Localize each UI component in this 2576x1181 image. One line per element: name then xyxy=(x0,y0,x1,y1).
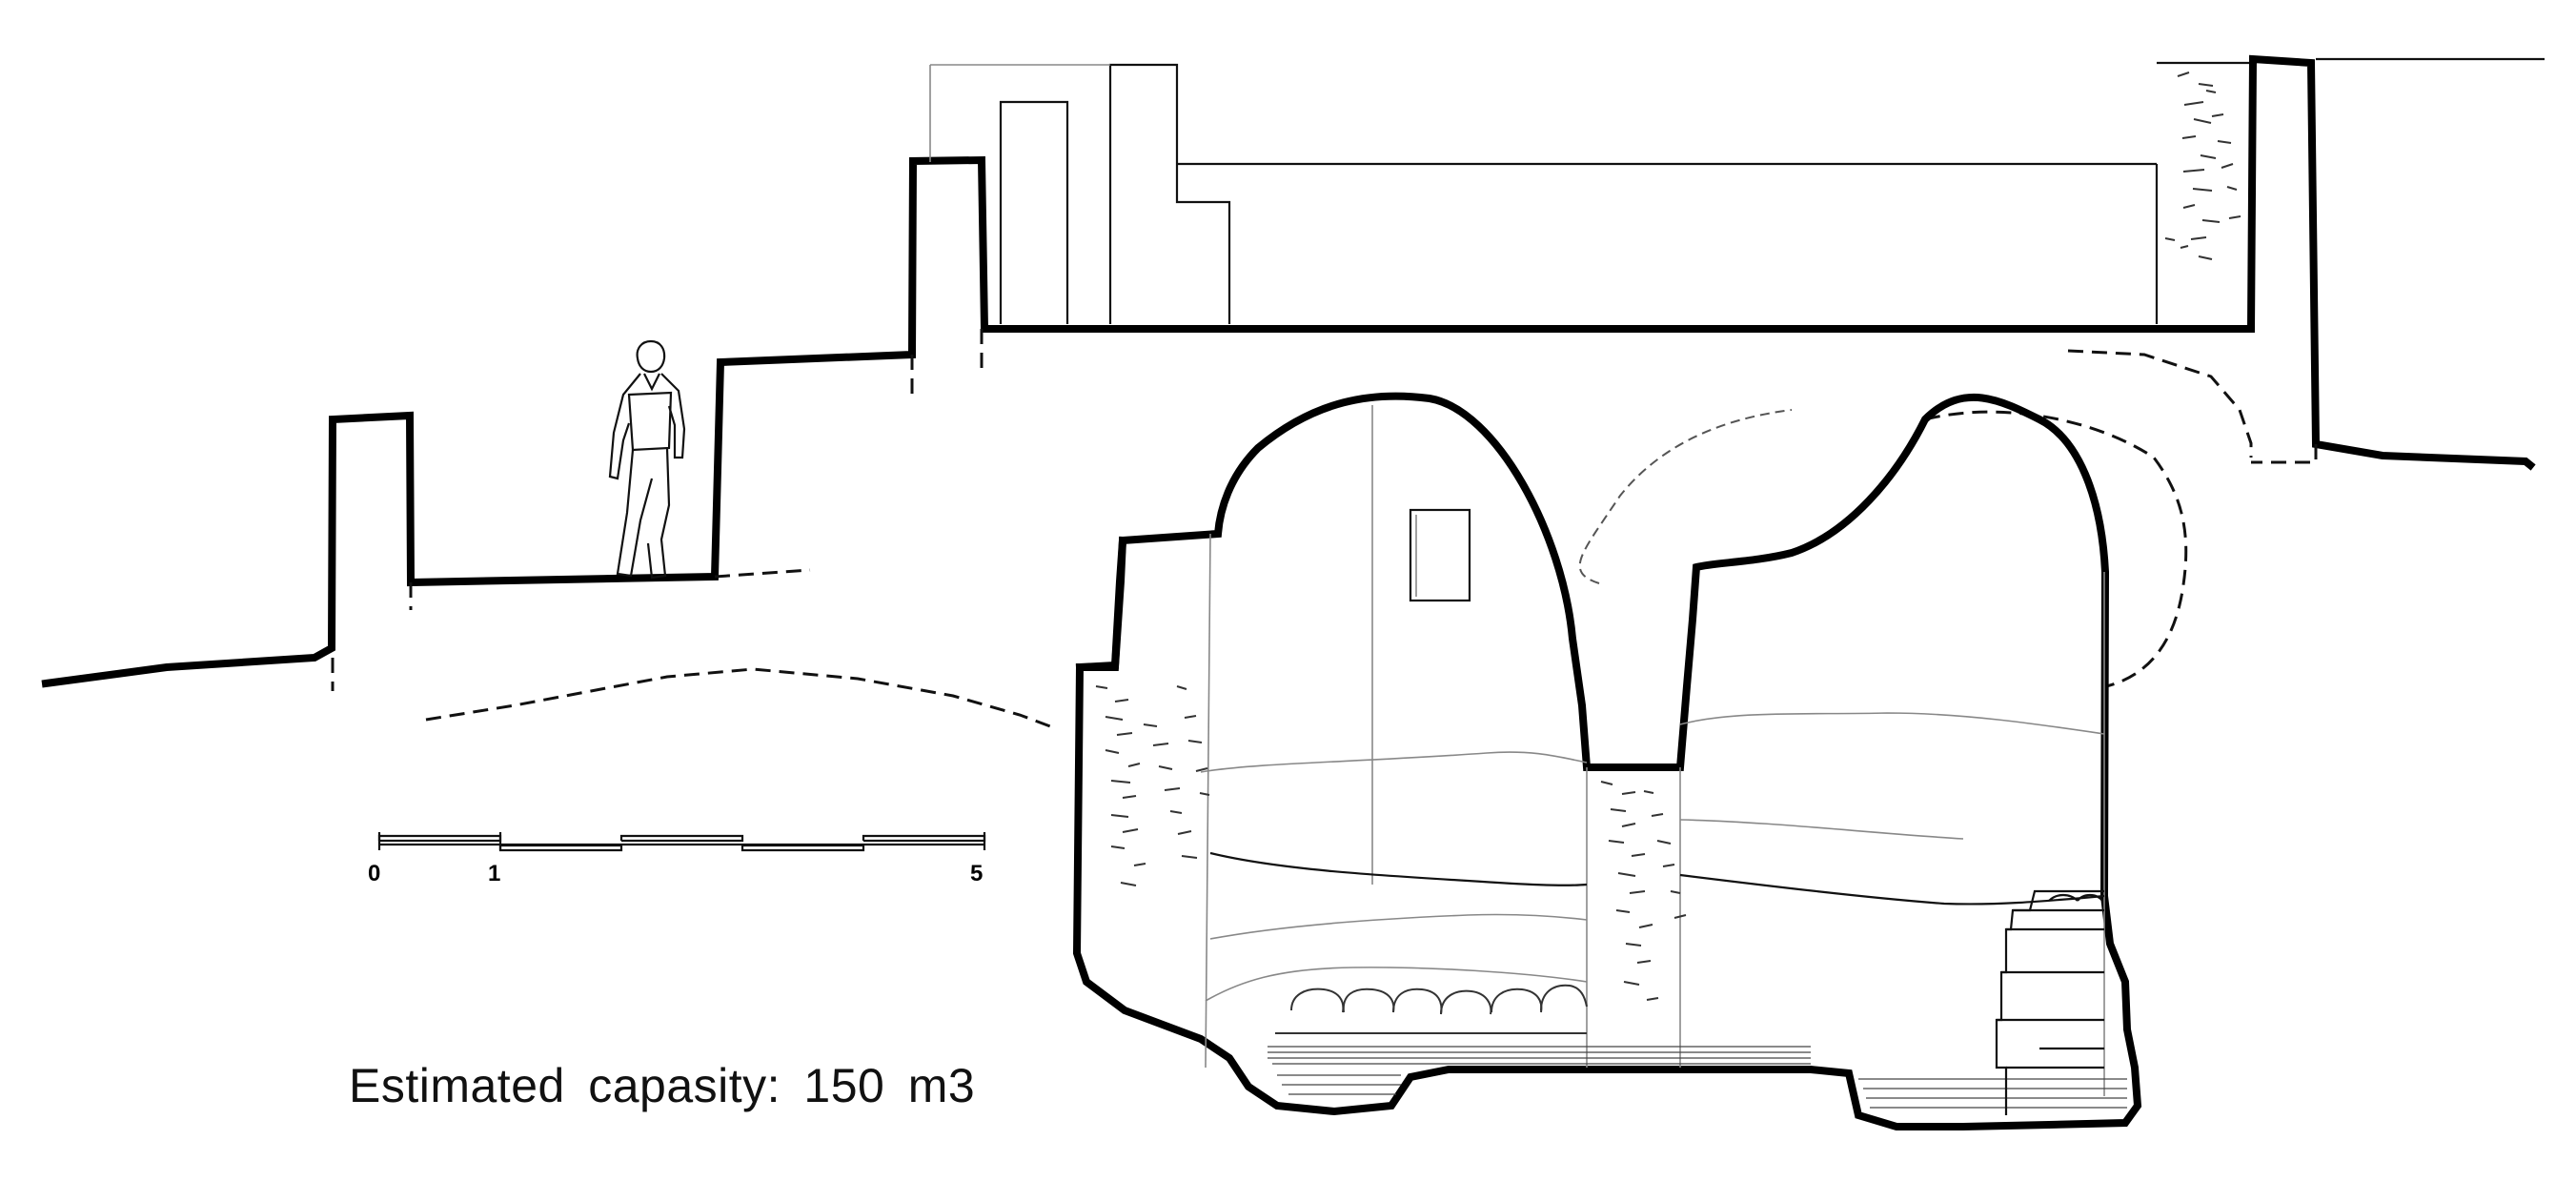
hidden-line-left xyxy=(425,667,1059,731)
scale-label-1: 1 xyxy=(488,861,500,886)
cistern-stairs xyxy=(1995,889,2104,1115)
sediment-layers xyxy=(1200,712,2105,1002)
upper-building-outline xyxy=(929,57,2545,324)
scale-bar: 0 1 5 xyxy=(368,832,986,886)
scale-label-0: 0 xyxy=(368,861,380,886)
vault-inner-lines xyxy=(1205,405,2105,1096)
right-wall-stonework xyxy=(2164,71,2241,260)
pier-dashes xyxy=(331,329,984,691)
stepped-outer-wall xyxy=(1075,536,1127,672)
capacity-caption: Estimated capasity: 150 m3 xyxy=(349,1059,976,1112)
scale-label-5: 5 xyxy=(970,861,983,886)
ground-profile-left xyxy=(41,155,2253,688)
hidden-vault-left xyxy=(1578,409,1793,584)
hidden-line-right xyxy=(2067,349,2318,464)
window-opening xyxy=(1409,508,1471,602)
hidden-line-left-2 xyxy=(714,568,811,579)
cistern-outline xyxy=(1072,392,2142,1130)
hidden-vault-right xyxy=(1924,410,2188,688)
middle-pier-stonework xyxy=(1600,781,1687,1001)
floor-hatching xyxy=(1268,1046,2127,1109)
floor-stone-row xyxy=(1275,984,1588,1034)
human-figure xyxy=(608,339,686,580)
right-wall-pier xyxy=(2246,54,2536,471)
left-wall-stonework xyxy=(1095,685,1210,886)
